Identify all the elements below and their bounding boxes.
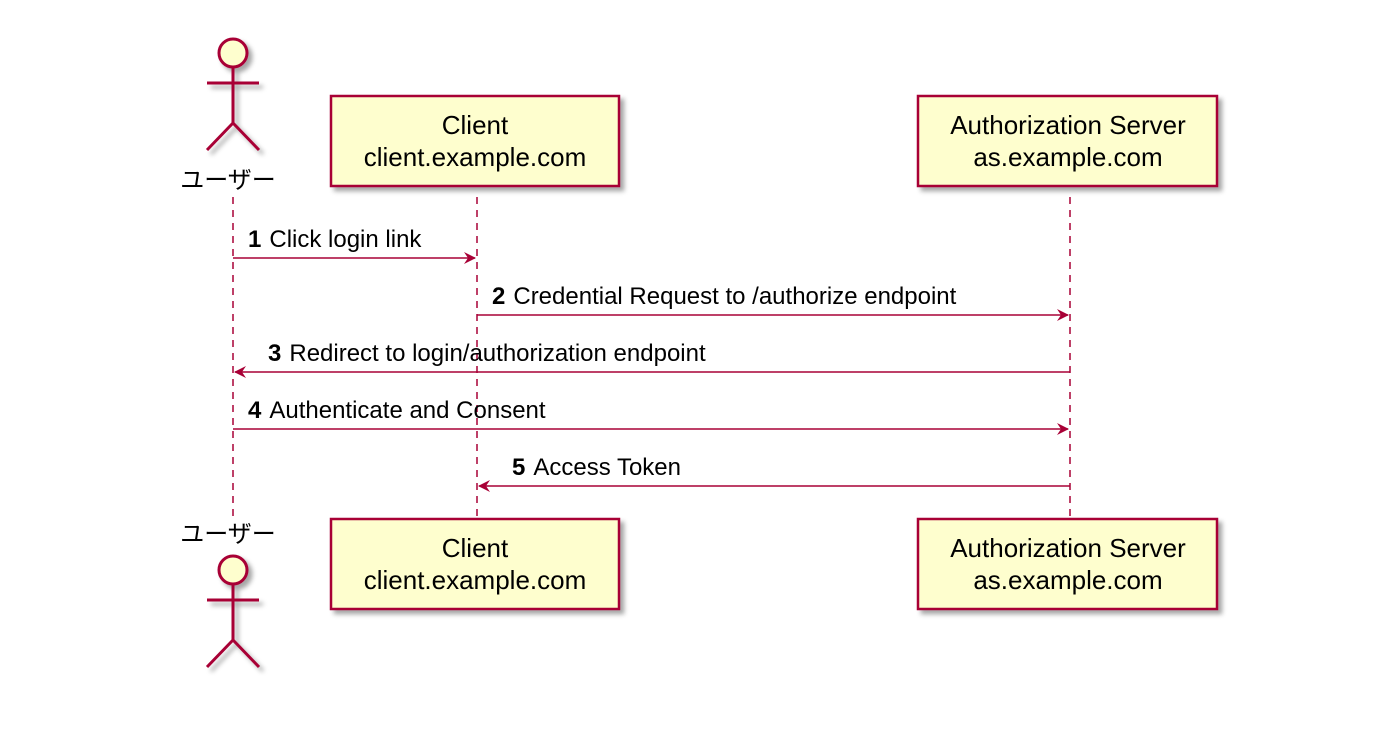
message-2-number: 2 xyxy=(492,283,505,310)
user-actor-bottom xyxy=(205,554,261,669)
message-5-number: 5 xyxy=(512,454,525,481)
client-name-bottom: Client xyxy=(442,533,509,563)
message-3-text: Redirect to login/authorization endpoint xyxy=(289,340,706,367)
message-5-label: 5 Access Token xyxy=(512,454,681,481)
message-1-label: 1 Click login link xyxy=(248,226,422,253)
client-host-top: client.example.com xyxy=(364,142,587,172)
client-name-top: Client xyxy=(442,110,509,140)
client-box-top xyxy=(329,94,621,188)
message-3: 3 Redirect to login/authorization endpoin… xyxy=(234,340,1070,378)
message-5-text: Access Token xyxy=(533,454,681,481)
message-2: 2 Credential Request to /authorize endpoi… xyxy=(477,283,1069,321)
message-2-label: 2 Credential Request to /authorize endpoi… xyxy=(492,283,957,310)
user-actor-top xyxy=(205,37,261,152)
message-2-text: Credential Request to /authorize endpoin… xyxy=(513,283,956,310)
auth-server-name-top: Authorization Server xyxy=(950,110,1186,140)
message-4-number: 4 xyxy=(248,397,262,424)
client-box-bottom xyxy=(329,517,621,611)
message-5: 5 Access Token xyxy=(478,454,1070,492)
message-1-text: Click login link xyxy=(269,226,422,253)
auth-server-box-bottom xyxy=(916,517,1219,611)
message-4: 4 Authenticate and Consent xyxy=(233,397,1069,435)
auth-server-box-top xyxy=(916,94,1219,188)
message-4-label: 4 Authenticate and Consent xyxy=(248,397,546,424)
message-3-number: 3 xyxy=(268,340,281,367)
auth-server-host-top: as.example.com xyxy=(973,142,1162,172)
auth-server-name-bottom: Authorization Server xyxy=(950,533,1186,563)
actor-head-icon xyxy=(217,37,249,69)
actor-head-icon xyxy=(217,554,249,586)
message-3-label: 3 Redirect to login/authorization endpoin… xyxy=(268,340,706,367)
client-host-bottom: client.example.com xyxy=(364,565,587,595)
message-4-text: Authenticate and Consent xyxy=(269,397,546,424)
auth-server-host-bottom: as.example.com xyxy=(973,565,1162,595)
message-1-number: 1 xyxy=(248,226,261,253)
user-label-top: ユーザー xyxy=(180,166,276,194)
user-label-bottom: ユーザー xyxy=(180,520,276,548)
message-1: 1 Click login link xyxy=(233,226,476,264)
